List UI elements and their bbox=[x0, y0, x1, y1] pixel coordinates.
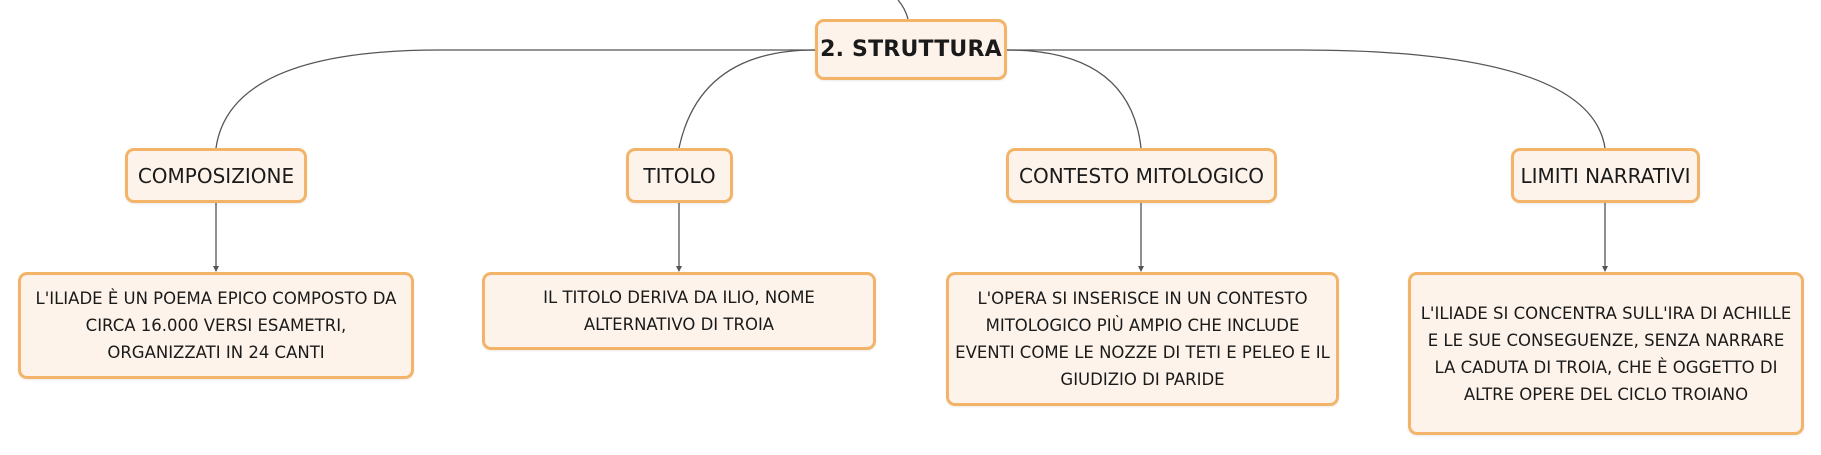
connector-root-to-contesto bbox=[1006, 49, 1142, 149]
detail-node-titolo[interactable]: IL TITOLO DERIVA DA ILIO, NOME ALTERNATI… bbox=[482, 272, 876, 350]
detail-node-text: L'ILIADE SI CONCENTRA SULL'IRA DI ACHILL… bbox=[1420, 303, 1792, 404]
detail-node-text: IL TITOLO DERIVA DA ILIO, NOME ALTERNATI… bbox=[543, 288, 815, 334]
root-node[interactable]: 2. STRUTTURA bbox=[815, 19, 1007, 80]
branch-node-label: LIMITI NARRATIVI bbox=[1520, 163, 1691, 188]
detail-node-limiti-narrativi[interactable]: L'ILIADE SI CONCENTRA SULL'IRA DI ACHILL… bbox=[1408, 272, 1804, 435]
connector-root-to-composizione bbox=[215, 49, 815, 149]
connector-root-to-titolo bbox=[678, 49, 816, 149]
detail-node-contesto-mitologico[interactable]: L'OPERA SI INSERISCE IN UN CONTESTO MITO… bbox=[946, 272, 1339, 406]
detail-node-composizione[interactable]: L'ILIADE È UN POEMA EPICO COMPOSTO DA CI… bbox=[18, 272, 414, 379]
detail-node-text: L'ILIADE È UN POEMA EPICO COMPOSTO DA CI… bbox=[35, 289, 397, 362]
detail-node-text: L'OPERA SI INSERISCE IN UN CONTESTO MITO… bbox=[955, 289, 1330, 389]
branch-node-composizione[interactable]: COMPOSIZIONE bbox=[125, 148, 307, 203]
branch-node-label: CONTESTO MITOLOGICO bbox=[1019, 163, 1264, 188]
connector-root-to-limiti bbox=[1007, 49, 1606, 149]
branch-node-label: TITOLO bbox=[643, 163, 716, 188]
branch-node-label: COMPOSIZIONE bbox=[137, 163, 295, 188]
branch-node-limiti-narrativi[interactable]: LIMITI NARRATIVI bbox=[1511, 148, 1700, 203]
connector-parent-to-root bbox=[897, 0, 909, 20]
branch-node-contesto-mitologico[interactable]: CONTESTO MITOLOGICO bbox=[1006, 148, 1277, 203]
branch-node-titolo[interactable]: TITOLO bbox=[626, 148, 733, 203]
root-node-label: 2. STRUTTURA bbox=[820, 37, 1002, 62]
